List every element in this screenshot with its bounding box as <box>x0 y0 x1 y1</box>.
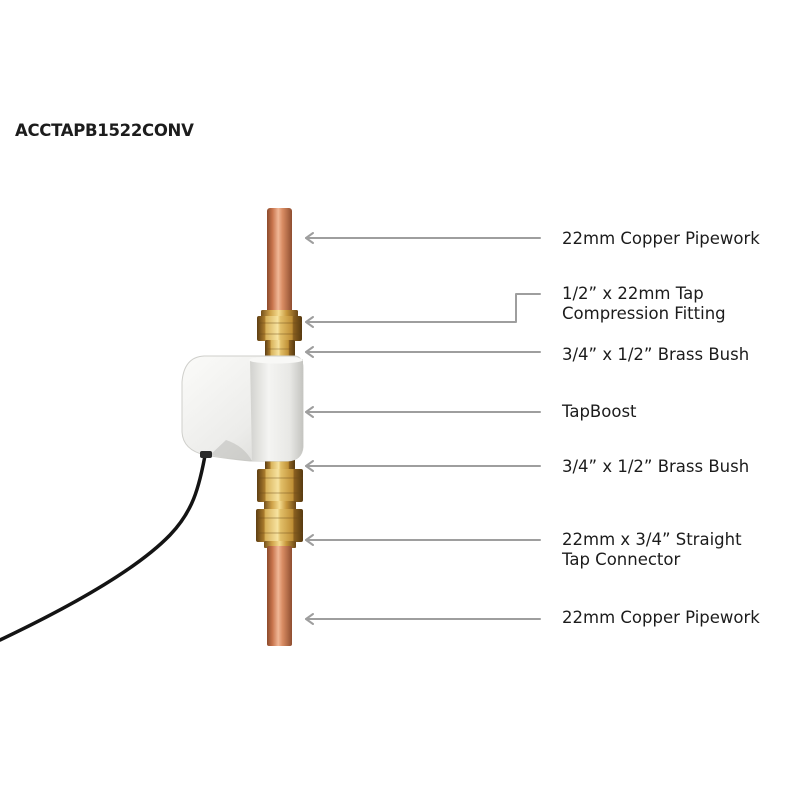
callout-text: 22mm Copper Pipework <box>562 229 760 248</box>
callout-text: Tap Connector <box>562 550 681 569</box>
brass-bush-top <box>265 340 295 358</box>
callout-label-brass-bush-top: 3/4” x 1/2” Brass Bush <box>562 345 749 365</box>
callout-text: 3/4” x 1/2” Brass Bush <box>562 345 750 364</box>
callout-arrow-tap-connector <box>305 534 541 546</box>
tapboost-housing <box>181 355 304 462</box>
copper-pipe-top <box>267 208 292 316</box>
callout-label-tap-connector: 22mm x 3/4” Straight Tap Connector <box>562 530 742 570</box>
callout-text: 3/4” x 1/2” Brass Bush <box>562 457 750 476</box>
callout-label-tapboost: TapBoost <box>562 402 637 422</box>
callout-label-copper-pipework-top: 22mm Copper Pipework <box>562 229 760 249</box>
callout-arrow-compression-fitting <box>305 293 541 328</box>
callout-text: Compression Fitting <box>562 304 726 323</box>
tap-connector-nut <box>256 509 303 548</box>
callout-label-copper-pipework-bottom: 22mm Copper Pipework <box>562 608 760 628</box>
callout-label-brass-bush-bottom: 3/4” x 1/2” Brass Bush <box>562 457 749 477</box>
callout-text: 22mm Copper Pipework <box>562 608 760 627</box>
callout-arrow-copper-pipework-bottom <box>305 613 541 625</box>
callout-label-compression-fitting: 1/2” x 22mm Tap Compression Fitting <box>562 284 726 324</box>
compression-fitting-nut <box>257 310 302 341</box>
power-cable <box>0 448 208 642</box>
callout-arrow-tapboost <box>305 406 541 418</box>
callout-text: TapBoost <box>562 402 637 421</box>
callout-text: 1/2” x 22mm Tap <box>562 284 704 303</box>
callout-arrow-brass-bush-top <box>305 346 541 358</box>
brass-bush-bottom <box>257 455 303 510</box>
callout-arrow-brass-bush-bottom <box>305 460 541 472</box>
product-code-title: ACCTAPB1522CONV <box>15 121 194 140</box>
callout-arrow-copper-pipework-top <box>305 232 541 244</box>
callout-text: 22mm x 3/4” Straight <box>562 530 742 549</box>
copper-pipe-bottom <box>267 546 292 646</box>
